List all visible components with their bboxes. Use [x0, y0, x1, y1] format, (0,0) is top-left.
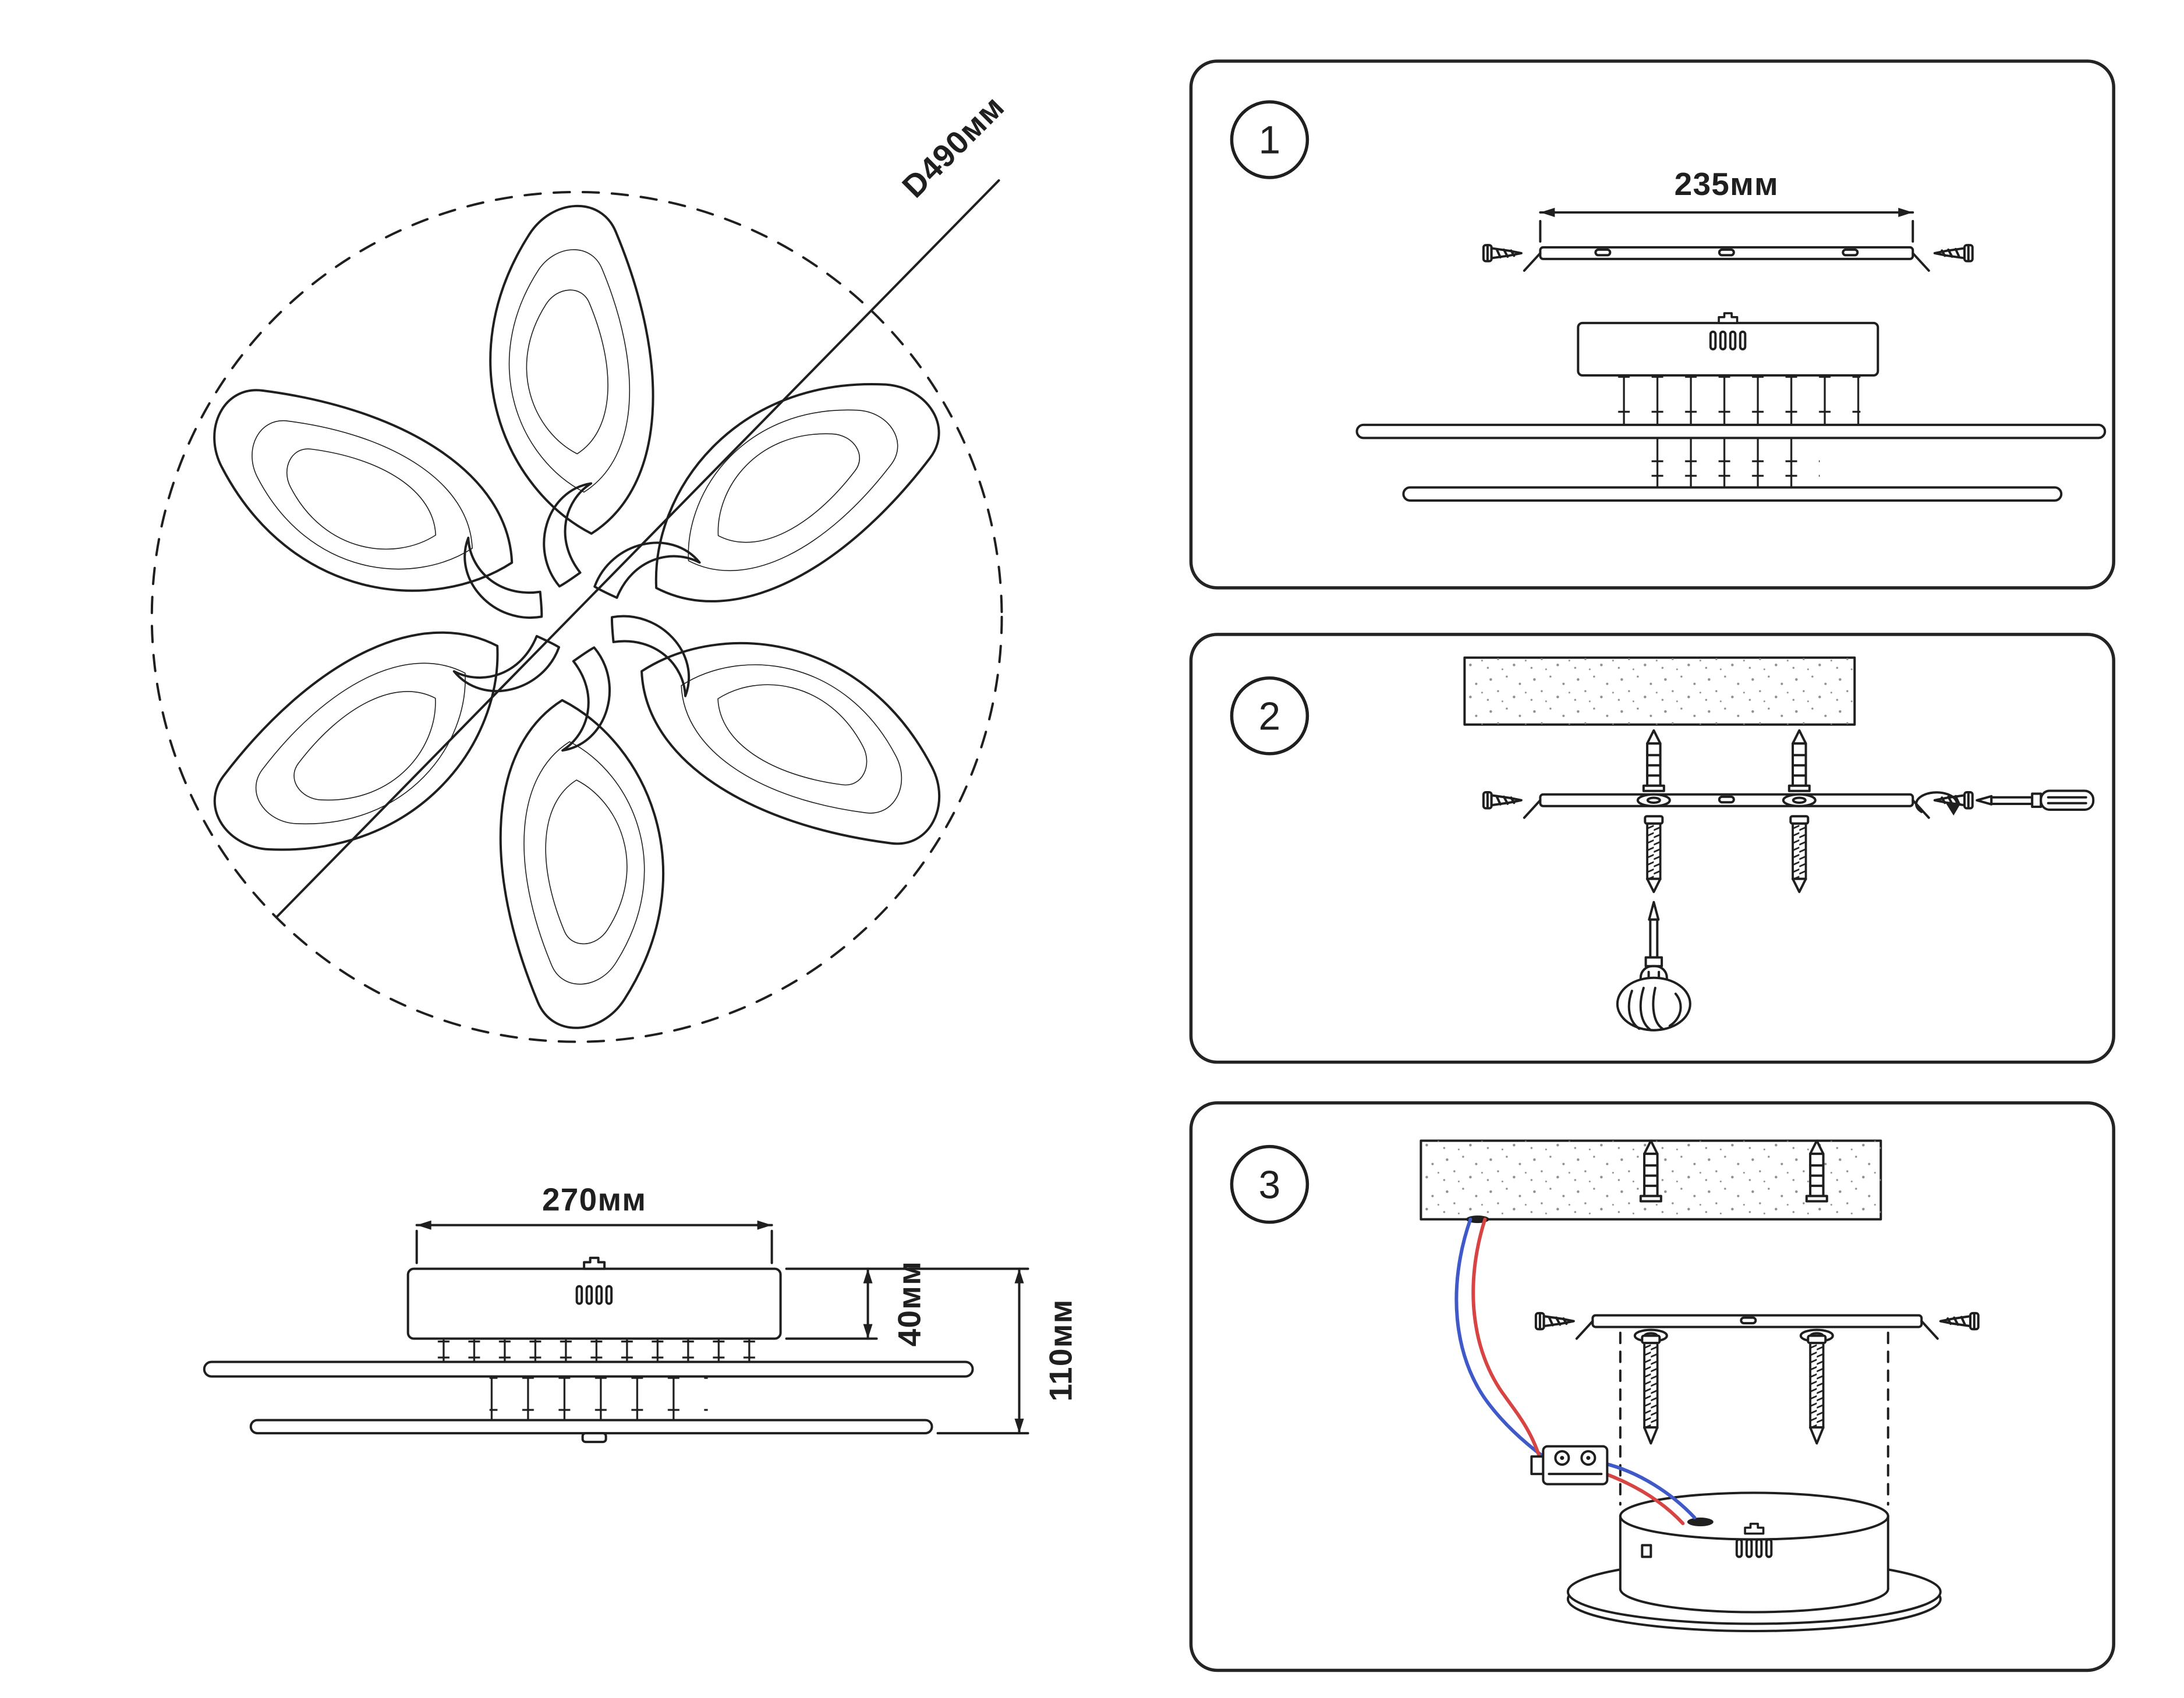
mounting-bracket [1575, 1314, 1939, 1340]
step-2-number: 2 [1259, 695, 1281, 739]
screw-icon [1644, 815, 1664, 894]
canopy-height-dimension-label: 40мм [891, 1261, 928, 1347]
side-marking [1641, 1544, 1652, 1558]
terminal-block [1530, 1445, 1609, 1486]
mounting-plate-2 [1402, 486, 2063, 502]
flower-petals [154, 197, 999, 1037]
mounting-plate-1 [203, 1360, 974, 1378]
bracket-width-dimension: 235мм [1539, 166, 1914, 243]
cable-clip-icon [583, 1256, 606, 1270]
screw-icon [1807, 1334, 1827, 1445]
mounting-plate-2 [249, 1419, 933, 1435]
step-3-number: 3 [1259, 1163, 1281, 1207]
step-1-number: 1 [1259, 119, 1281, 162]
step-number-badge [1230, 100, 1309, 179]
step-number-badge [1230, 676, 1309, 756]
ceiling [1463, 656, 1856, 726]
dashed-outline-circle [150, 190, 1003, 1043]
standoff-posts-lower [1645, 438, 1820, 488]
width-dimension: 270мм [415, 1182, 773, 1264]
screw-icon [1641, 1334, 1661, 1445]
wire-entry-hole [1687, 1518, 1714, 1527]
standoff-posts-lower [489, 1376, 708, 1420]
fixture-base [1566, 1491, 1942, 1633]
canopy-height-dimension: 40мм [785, 1261, 1029, 1347]
wire-red [1471, 1217, 1685, 1526]
alignment-dashed-line [1619, 1331, 1889, 1506]
side-view: 270мм 40мм [203, 1182, 1079, 1444]
total-height-dimension: 110мм [936, 1267, 1079, 1435]
center-stub [581, 1432, 607, 1444]
mounting-bracket [1523, 246, 1930, 272]
standoff-posts-upper [1598, 375, 1861, 425]
step-panel-2: 2 [1189, 633, 2115, 1064]
fixture-side-view [1355, 312, 2107, 502]
flower-top-view: D490мм [150, 88, 1011, 1043]
bracket-width-dimension-label: 235мм [1675, 166, 1779, 202]
width-dimension-label: 270мм [542, 1182, 646, 1218]
mounting-plate-1 [1355, 423, 2107, 439]
diameter-line [275, 179, 1000, 918]
washer-icon [1636, 793, 1671, 807]
hand-icon [1616, 976, 1691, 1031]
screwdriver-icon [1976, 789, 2095, 811]
screw-icon [1789, 815, 1810, 894]
standoff-posts-upper [425, 1338, 763, 1362]
step-panel-1: 1 235мм [1189, 59, 2115, 590]
wire-blue [1454, 1217, 1697, 1520]
total-height-dimension-label: 110мм [1043, 1299, 1079, 1401]
rotation-arrow-icon [1915, 791, 1961, 816]
step-panel-3: 3 [1189, 1101, 2115, 1672]
canopy [406, 1256, 782, 1340]
step-number-badge [1230, 1144, 1309, 1224]
washer-icon [1782, 793, 1817, 807]
